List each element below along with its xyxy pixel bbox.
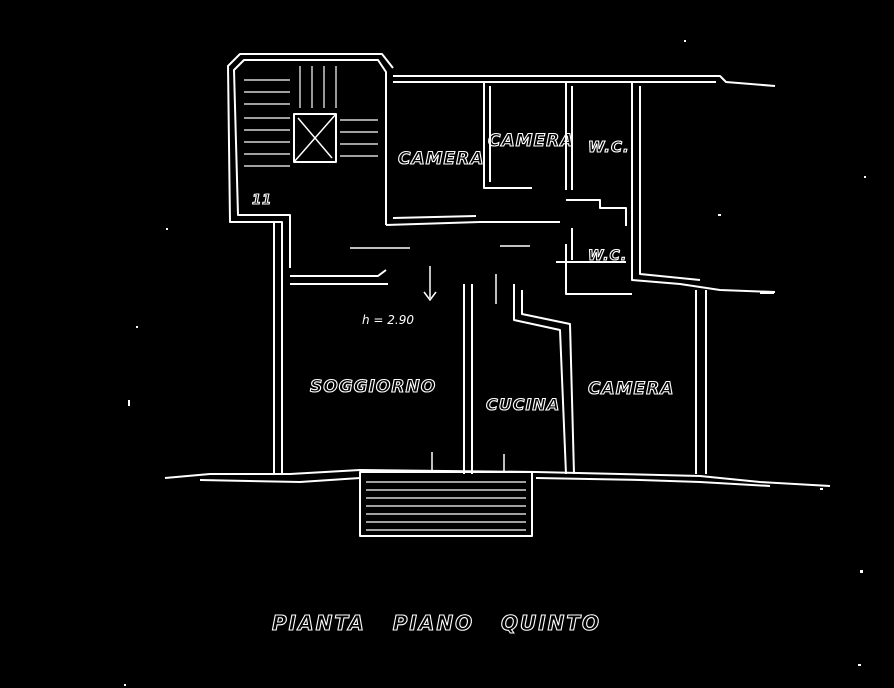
interior-walls	[290, 82, 707, 475]
stair-mark: 11	[252, 193, 272, 208]
balcony	[359, 471, 533, 537]
room-label-cucina: CUCINA	[486, 395, 560, 414]
scan-specks	[124, 40, 866, 686]
plan-title: PIANTA PIANO QUINTO	[272, 611, 601, 635]
exterior-walls	[164, 75, 831, 487]
room-label-wc-2: W.C.	[588, 248, 627, 264]
room-label-camera-1: CAMERA	[398, 149, 484, 169]
room-label-camera-2: CAMERA	[488, 131, 574, 151]
room-label-camera-3: CAMERA	[588, 379, 674, 399]
room-label-soggiorno: SOGGIORNO	[310, 377, 436, 397]
ceiling-height-label: h = 2.90	[362, 313, 414, 327]
stairwell: 11	[227, 53, 394, 268]
room-label-wc-1: W.C.	[588, 138, 630, 156]
